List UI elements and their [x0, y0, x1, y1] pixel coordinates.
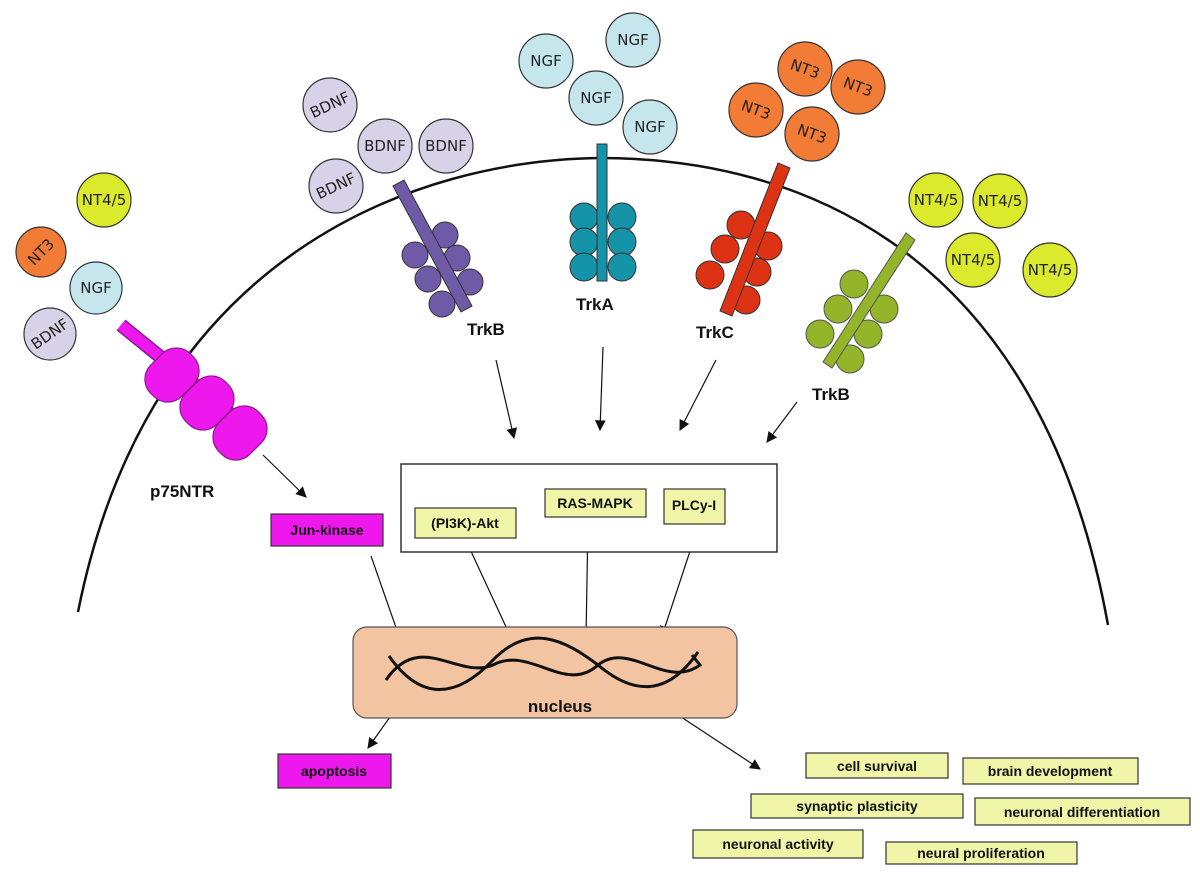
arrow-trkb-left — [495, 359, 518, 440]
outcome-neural-proliferation: neural proliferation — [885, 841, 1078, 865]
arrow-trkb-right — [766, 401, 798, 443]
ligand-label: BDNF — [364, 137, 406, 155]
p75-ligand-group: NT3 NT4/5 NGF BDNF — [15, 172, 132, 361]
ligand-nt3: NT3 — [784, 106, 840, 162]
ligand-label: NGF — [634, 118, 665, 136]
ligand-nt3: NT3 — [777, 41, 833, 97]
ligand-label: NGF — [80, 279, 111, 297]
arrow-trkc — [679, 359, 717, 431]
ligand-bdnf: BDNF — [308, 158, 364, 214]
ligand-label: NT4/5 — [914, 191, 959, 209]
p75ntr-receptor — [116, 319, 268, 461]
ligand-nt45: NT4/5 — [945, 232, 1001, 288]
outcome-label: neuronal differentiation — [1004, 804, 1160, 820]
arrow-p75 — [262, 454, 307, 498]
ligand-bdnf: BDNF — [357, 118, 413, 174]
outcome-synaptic-plasticity: synaptic plasticity — [750, 793, 964, 819]
ligand-label: NT4/5 — [82, 191, 127, 209]
outcome-label: brain development — [988, 763, 1113, 779]
outcome-neuronal-activity: neuronal activity — [692, 829, 864, 859]
dna-strand-1 — [384, 654, 703, 681]
ligand-ngf: NGF — [568, 70, 624, 126]
outcome-neuronal-differentiation: neuronal differentiation — [974, 797, 1191, 826]
pi3k-akt-label: (PI3K)-Akt — [431, 515, 499, 531]
bdnf-ligand-group: BDNF BDNF BDNF BDNF — [302, 77, 474, 214]
arrow-trka — [594, 346, 606, 432]
plc-label: PLCy-I — [672, 497, 716, 513]
outcome-boxes: cell survival brain development synaptic… — [692, 752, 1191, 865]
jun-kinase-label: Jun-kinase — [290, 522, 363, 538]
nt3-ligand-group: NT3 NT3 NT3 NT3 — [728, 41, 886, 162]
ligand-label: NGF — [530, 52, 561, 70]
ligand-bdnf: BDNF — [23, 307, 77, 361]
ngf-ligand-group: NGF NGF NGF NGF — [518, 12, 678, 155]
ligand-ngf: NGF — [69, 261, 123, 315]
ligand-nt45: NT4/5 — [972, 173, 1028, 229]
apoptosis-box: apoptosis — [277, 753, 392, 789]
outcome-label: neuronal activity — [722, 836, 833, 852]
outcome-label: neural proliferation — [917, 845, 1045, 861]
ligand-nt45: NT4/5 — [76, 172, 132, 228]
trkb-right-label: TrkB — [812, 385, 850, 404]
outcome-label: cell survival — [837, 758, 917, 774]
dna-strand-2 — [387, 636, 700, 691]
ligand-nt45: NT4/5 — [1022, 242, 1078, 298]
nucleus-label: nucleus — [528, 697, 592, 716]
pi3k-akt-box: (PI3K)-Akt — [414, 507, 517, 539]
trkc-receptor — [695, 162, 791, 317]
apoptosis-label: apoptosis — [301, 763, 367, 779]
ligand-ngf: NGF — [518, 33, 574, 89]
ligand-bdnf: BDNF — [302, 77, 358, 133]
ligand-label: BDNF — [425, 137, 467, 155]
ligand-label: NGF — [580, 89, 611, 107]
ligand-nt3: NT3 — [830, 59, 886, 115]
trka-label: TrkA — [576, 295, 614, 314]
ligand-label: NGF — [617, 31, 648, 49]
outcome-cell-survival: cell survival — [805, 752, 949, 779]
nucleus: nucleus — [352, 626, 738, 719]
ligand-label: NT4/5 — [978, 192, 1023, 210]
ras-mapk-box: RAS-MAPK — [544, 488, 647, 518]
plc-box: PLCy-I — [663, 488, 726, 525]
outcome-brain-development: brain development — [962, 757, 1139, 785]
pathway-boxes: Jun-kinase (PI3K)-Akt RAS-MAPK PLCy-I — [270, 488, 726, 547]
ligand-nt3: NT3 — [728, 82, 784, 138]
p75ntr-label: p75NTR — [150, 482, 214, 501]
ligand-ngf: NGF — [622, 99, 678, 155]
trkb-left-receptor — [392, 179, 484, 318]
arrow-jun — [370, 555, 402, 641]
ras-mapk-label: RAS-MAPK — [557, 495, 632, 511]
outcome-label: synaptic plasticity — [796, 798, 918, 814]
ligand-nt3: NT3 — [15, 226, 67, 278]
ligand-label: NT4/5 — [951, 251, 996, 269]
trka-receptor — [569, 143, 637, 282]
jun-kinase-box: Jun-kinase — [270, 513, 384, 547]
ligand-label: NT4/5 — [1028, 261, 1073, 279]
trkc-label: TrkC — [696, 323, 734, 342]
trkb-right-receptor — [805, 232, 916, 374]
arrow-pi3k — [468, 546, 514, 643]
nt45-ligand-group: NT4/5 NT4/5 NT4/5 NT4/5 — [908, 172, 1078, 298]
ligand-nt45: NT4/5 — [908, 172, 964, 228]
ligand-ngf: NGF — [605, 12, 661, 68]
trkb-left-label: TrkB — [467, 320, 505, 339]
ligand-bdnf: BDNF — [418, 118, 474, 174]
